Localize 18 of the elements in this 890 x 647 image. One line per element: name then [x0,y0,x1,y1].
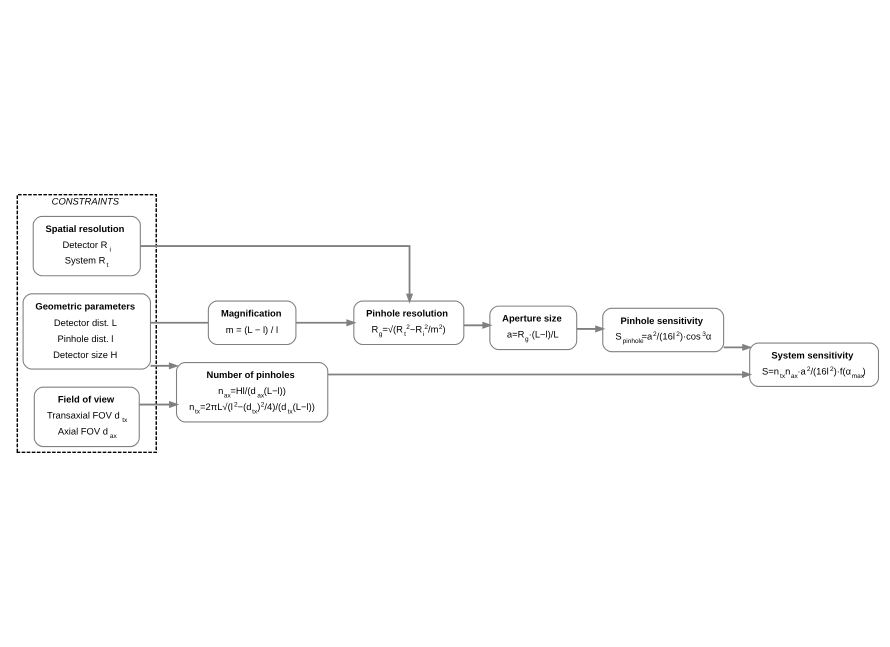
arrow [140,245,414,304]
arrow [576,325,606,332]
arrow [296,319,357,326]
node-box: Aperture size a=R$_{g}$·(L−l)/L [489,306,578,350]
arrow [328,370,752,378]
node-box: Spatial resolution Detector R$_{i}$ System R$_{t}$ [32,216,141,276]
node-box: System sensitivity S=n$_{tx}$n$_{ax}$·a$^{2}$/(16l$^{2}$)·f(α$_{max}$) [749,342,880,387]
arrow [724,344,752,351]
arrow [464,322,493,329]
node-box: Pinhole sensitivity S$_{pinhole}$=a$^{2}$/(16l$^{2}$)·cos$^{3}$α [602,308,724,352]
node-box: Field of view Transaxial FOV d$_{tx}$ Axial FOV d$_{ax}$ [34,386,140,448]
arrow [150,362,180,370]
arrow [139,401,180,408]
node-box: Magnification m = (L − l) / l [208,300,296,346]
node-box: Pinhole resolution R$_{g}$=√(R$_{t}$$^{2}$−R$_{i}$$^{2}$/m$^{2}$) [353,300,464,346]
connector [150,322,208,324]
node-box: Geometric parameters Detector dist. L Pinhole dist. l Detector size H [22,293,151,370]
node-box: Number of pinholes n$_{ax}$=Hl/(d$_{ax}$(L−l)) n$_{tx}$=2πL√(l$^{2}$−(d$_{tx}$)$^{2}$/4)/(d$_{tx}$(L−l)) [176,362,328,422]
